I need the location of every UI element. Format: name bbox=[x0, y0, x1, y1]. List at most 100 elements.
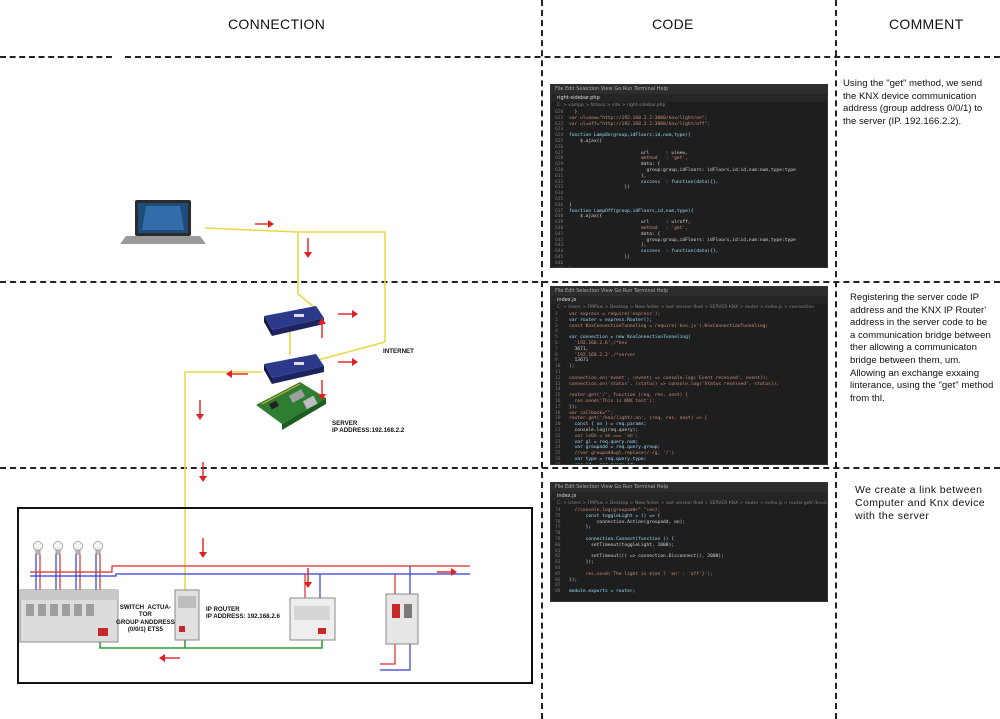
code-panel-1-editor[interactable]: 620 } 621 var ul=new="http://192.168.2.2:3… bbox=[551, 110, 827, 268]
code-line: 621 var ul=new="http://192.168.2.2:3000/k… bbox=[555, 116, 827, 122]
line-number: 20 bbox=[555, 422, 561, 428]
line-number: 631 bbox=[555, 173, 564, 179]
line-number: 3 bbox=[555, 323, 558, 329]
code-line: 627 url : ulnew, bbox=[555, 151, 827, 157]
line-number: 624 bbox=[555, 133, 564, 139]
code-line: 23 var gl = req.query.num; bbox=[555, 440, 827, 446]
code-text: const toggleLight = () => { bbox=[569, 513, 661, 519]
code-text: const { on } = req.params; bbox=[569, 422, 647, 428]
code-text: }) bbox=[569, 185, 630, 191]
code-line: 85 res.send('The light is ${on ? 'on' : … bbox=[555, 572, 827, 578]
code-panel-1-menubar[interactable]: File Edit Selection View Go Run Terminal… bbox=[551, 85, 827, 94]
code-line: 83 }); bbox=[555, 560, 827, 566]
code-line: 642 group:group,idFloors: idFloors,id:id… bbox=[555, 238, 827, 244]
code-line: 84 bbox=[555, 566, 827, 572]
code-text: '192.168.2.2',/*server bbox=[569, 352, 636, 358]
code-line: 8 '192.168.2.2',/*server bbox=[555, 353, 827, 359]
code-line: 21 console.log(req.query); bbox=[555, 428, 827, 434]
line-number: 27 bbox=[555, 463, 569, 464]
line-number: 10 bbox=[555, 364, 561, 370]
line-number: 642 bbox=[555, 237, 564, 243]
line-number: 2 bbox=[555, 317, 558, 323]
code-line: 81 bbox=[555, 549, 827, 555]
code-line: 6 '192.168.2.6',/*knx bbox=[555, 341, 827, 347]
code-text: var callback=""; bbox=[569, 410, 614, 416]
code-line: 76 connection.Action(groupadd, on); bbox=[555, 520, 827, 526]
code-text: } bbox=[569, 110, 578, 115]
line-number: 627 bbox=[555, 150, 564, 156]
line-number: 17 bbox=[555, 404, 561, 410]
line-number: 79 bbox=[555, 536, 561, 542]
code-panel-1-tab[interactable]: right-sidebar.php bbox=[551, 94, 827, 102]
line-number: 18 bbox=[555, 410, 561, 416]
line-number: 81 bbox=[555, 548, 561, 554]
line-number: 647 bbox=[555, 267, 569, 268]
line-number: 640 bbox=[555, 225, 564, 231]
code-panel-3-editor[interactable]: 74 //console.log(groupadd+" "+on);75 con… bbox=[551, 508, 827, 595]
code-text: method : 'get', bbox=[569, 225, 688, 231]
actuator-wiring bbox=[30, 554, 470, 671]
code-text: var groupadd = req.query.group; bbox=[569, 445, 661, 451]
line-number: 5 bbox=[555, 335, 558, 341]
comment-row-2: Registering the server code IP address a… bbox=[850, 292, 994, 404]
code-line: 634 bbox=[555, 191, 827, 197]
code-text: }); bbox=[569, 404, 578, 410]
code-line: 625 $.ajax({ bbox=[555, 139, 827, 145]
line-number: 635 bbox=[555, 196, 564, 202]
line-number: 638 bbox=[555, 214, 564, 220]
code-line: 26 var type = req.query.type; bbox=[555, 457, 827, 463]
code-line: 24 var groupadd = req.query.group; bbox=[555, 445, 827, 451]
code-line: 18 var callback=""; bbox=[555, 411, 827, 417]
comment-row-1: Using the "get" method, we send the KNX … bbox=[843, 78, 983, 127]
code-line: 638 $.ajax({ bbox=[555, 214, 827, 220]
code-text: } bbox=[569, 267, 572, 268]
line-number: 623 bbox=[555, 127, 564, 133]
line-number: 625 bbox=[555, 138, 564, 144]
code-line: 633 }) bbox=[555, 185, 827, 191]
code-line: 632 success : function(data){}, bbox=[555, 180, 827, 186]
code-line: 74 //console.log(groupadd+" "+on); bbox=[555, 508, 827, 514]
code-line: 25 //var groupadd=gl.replace(/-/g, '/') bbox=[555, 451, 827, 457]
line-number: 621 bbox=[555, 115, 564, 121]
line-number: 74 bbox=[555, 508, 561, 513]
code-panel-3-tab[interactable]: index.js bbox=[551, 492, 827, 500]
code-line: 79 connection.Connect(function () { bbox=[555, 537, 827, 543]
code-text: data: { bbox=[569, 162, 661, 168]
code-text: function LampOn(group,idFloors,id,num,ty… bbox=[569, 133, 691, 139]
code-panel-3-menubar[interactable]: File Edit Selection View Go Run Terminal… bbox=[551, 483, 827, 492]
code-text: group:group,idFloors: idFloors,id:id,num… bbox=[569, 237, 796, 243]
code-text: $.ajax({ bbox=[569, 138, 603, 144]
knx-bus-line bbox=[99, 640, 323, 649]
code-panel-3-breadcrumb: C: > Users > FMPlus > Desktop > New fold… bbox=[551, 500, 827, 508]
cabinet-frame bbox=[17, 507, 533, 684]
line-number: 626 bbox=[555, 144, 564, 150]
code-panel-2-tab[interactable]: index.js bbox=[551, 296, 827, 304]
code-line: 644 success : function(data){}, bbox=[555, 249, 827, 255]
laptop-icon bbox=[120, 200, 206, 244]
row-divider-top-left bbox=[0, 56, 112, 58]
line-number: 26 bbox=[555, 456, 561, 462]
line-number: 85 bbox=[555, 571, 561, 577]
code-panel-2-menubar[interactable]: File Edit Selection View Go Run Terminal… bbox=[551, 287, 827, 296]
line-number: 637 bbox=[555, 208, 564, 214]
header-code: CODE bbox=[652, 16, 694, 32]
line-number: 636 bbox=[555, 202, 564, 208]
line-number: 82 bbox=[555, 554, 561, 560]
code-line: 640 method : 'get', bbox=[555, 226, 827, 232]
code-text: var connection = new KnxConnectionTunnel… bbox=[569, 335, 691, 341]
power-supply-icon bbox=[289, 597, 336, 641]
line-number: 643 bbox=[555, 243, 564, 249]
code-text: res.send('This is KNX test'); bbox=[569, 398, 655, 404]
line-number: 88 bbox=[555, 589, 561, 595]
line-number: 86 bbox=[555, 577, 561, 583]
line-number: 22 bbox=[555, 433, 561, 439]
ip-router-device-icon bbox=[174, 589, 200, 641]
ip-router-label: IP ROUTER IP ADDRESS: 192.168.2.6 bbox=[206, 606, 280, 621]
line-number: 6 bbox=[555, 340, 558, 346]
line-number: 620 bbox=[555, 110, 564, 115]
code-text: var ul=new="http://192.168.2.2:3000/knx/… bbox=[569, 115, 708, 121]
